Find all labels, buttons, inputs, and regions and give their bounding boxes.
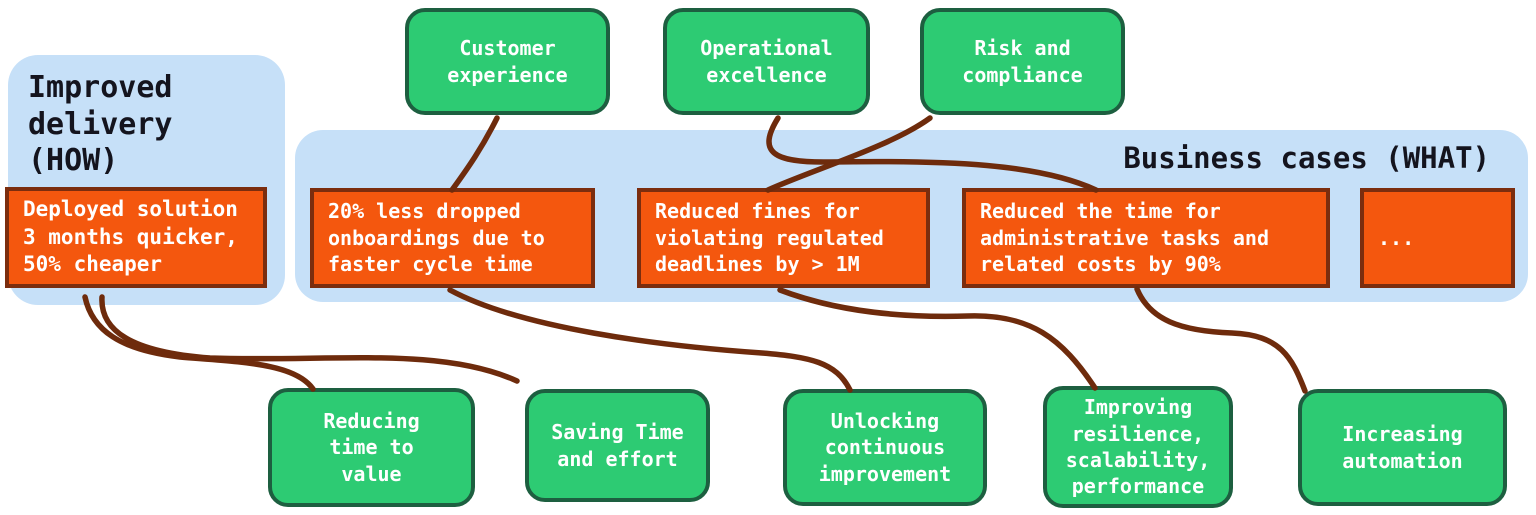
node-label: Improving resilience, scalability, perfo… [1065, 395, 1211, 499]
case-label: Reduced the time for administrative task… [980, 199, 1269, 277]
connector-admin-tasks-to-increasing-automation [1134, 286, 1308, 394]
improved-delivery-title: Improved delivery (HOW) [28, 70, 173, 179]
node-label: Operational excellence [700, 36, 833, 87]
node-operational-excellence: Operational excellence [663, 8, 870, 115]
node-risk-and-compliance: Risk and compliance [920, 8, 1125, 115]
node-label: Saving Time and effort [551, 420, 684, 471]
connector-dropped-onboardings-to-unlocking-continuous-improvement [447, 287, 853, 393]
connector-deployed-solution-to-reducing-time-to-value [82, 294, 316, 392]
node-case-admin-tasks: Reduced the time for administrative task… [962, 188, 1330, 288]
case-label: Deployed solution 3 months quicker, 50% … [23, 196, 238, 277]
case-label: Reduced fines for violating regulated de… [655, 199, 884, 277]
connector-deployed-solution-to-saving-time-and-effort [99, 294, 520, 384]
node-saving-time-and-effort: Saving Time and effort [525, 389, 710, 502]
node-label: Customer experience [447, 36, 568, 87]
connector-reduced-fines-to-improving-resilience [777, 287, 1098, 391]
node-label: Reducing time to value [323, 408, 420, 486]
business-cases-title: Business cases (WHAT) [1123, 141, 1490, 175]
node-customer-experience: Customer experience [405, 8, 610, 115]
node-improving-resilience: Improving resilience, scalability, perfo… [1043, 386, 1233, 508]
node-case-dropped-onboardings: 20% less dropped onboardings due to fast… [310, 188, 595, 288]
node-label: Risk and compliance [962, 36, 1083, 87]
node-case-reduced-fines: Reduced fines for violating regulated de… [637, 188, 930, 288]
node-label: Unlocking continuous improvement [818, 408, 952, 486]
node-case-ellipsis: ... [1360, 188, 1515, 288]
case-label: 20% less dropped onboardings due to fast… [328, 199, 545, 277]
node-deployed-solution: Deployed solution 3 months quicker, 50% … [5, 187, 267, 288]
node-reducing-time-to-value: Reducing time to value [268, 388, 475, 507]
node-increasing-automation: Increasing automation [1298, 389, 1507, 506]
node-unlocking-continuous-improvement: Unlocking continuous improvement [783, 389, 987, 506]
case-label: ... [1378, 225, 1415, 250]
node-label: Increasing automation [1342, 422, 1463, 473]
